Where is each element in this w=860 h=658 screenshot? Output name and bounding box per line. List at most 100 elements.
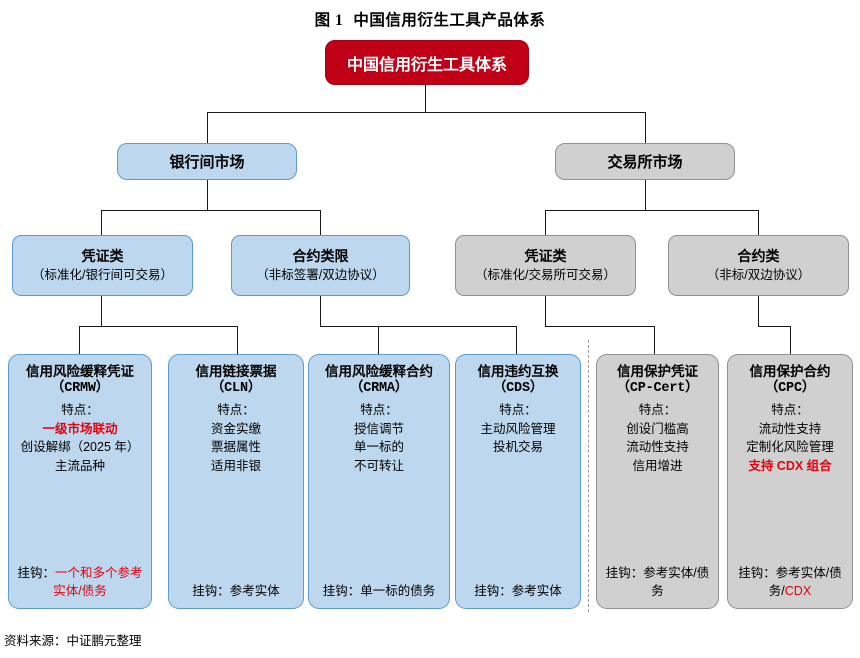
product-name: 信用违约互换 <box>477 364 559 379</box>
card-product-crma[interactable]: 信用风险缓释合约 （CRMA） 特点： 授信调节 单一标的 不可转让 挂钩：单一… <box>308 354 450 609</box>
card-product-cpc[interactable]: 信用保护合约 （CPC） 特点： 流动性支持 定制化风险管理 支持 CDX 组合… <box>727 354 853 609</box>
product-feature: 流动性支持 <box>758 421 822 436</box>
product-link: 挂钩：参考实体/债务 <box>601 564 714 600</box>
card-product-cp-cert[interactable]: 信用保护凭证 （CP-Cert） 特点： 创设门槛高 流动性支持 信用增进 挂钩… <box>596 354 719 609</box>
product-link-value: 参考实体/债务/ <box>768 565 842 598</box>
category-title: 凭证类 <box>524 247 567 264</box>
product-link-prefix: 挂钩： <box>605 565 644 580</box>
connector-root-bar <box>207 112 646 114</box>
product-link-prefix: 挂钩： <box>192 583 230 598</box>
product-name: 信用保护凭证 <box>617 364 698 379</box>
product-abbr: （CRMA） <box>349 381 409 397</box>
node-market-exchange[interactable]: 交易所市场 <box>555 143 735 180</box>
product-feature: 主流品种 <box>54 459 105 474</box>
category-title: 合约类 <box>737 247 780 264</box>
node-market-interbank-label: 银行间市场 <box>169 154 245 171</box>
connector-bank-bar <box>101 210 321 212</box>
source-note: 资料来源：中证鹏元整理 <box>4 634 142 648</box>
product-feature-label: 特点： <box>217 403 255 418</box>
product-link-value: 单一标的债务 <box>360 583 436 598</box>
figure-label: 图 1 <box>314 12 344 29</box>
connector-exchange-cat2-drop <box>758 210 760 235</box>
node-market-exchange-label: 交易所市场 <box>607 154 683 171</box>
connector-cat2-leaf2-drop <box>516 326 518 354</box>
product-link-value: 参考实体/债务 <box>643 565 710 598</box>
product-abbr: （CRMW） <box>50 381 110 397</box>
product-name: 信用链接票据 <box>195 364 277 379</box>
product-name: 信用风险缓释凭证 <box>26 364 134 379</box>
connector-cat4-bar <box>758 326 791 328</box>
connector-market-left-drop <box>207 112 209 143</box>
figure-title: 图 1 中国信用衍生工具产品体系 <box>0 8 860 30</box>
card-product-cds[interactable]: 信用违约互换 （CDS） 特点： 主动风险管理 投机交易 挂钩：参考实体 <box>455 354 581 609</box>
product-feature-label: 特点： <box>771 403 809 418</box>
connector-bank-stem <box>207 180 209 210</box>
node-category-interbank-contract[interactable]: 合约类限 （非标签署/双边协议） <box>231 235 410 296</box>
category-subtitle: （非标签署/双边协议） <box>256 268 385 283</box>
product-feature-label: 特点： <box>638 403 677 418</box>
product-feature: 信用增进 <box>632 459 683 474</box>
connector-cat4-leaf-drop <box>790 326 792 354</box>
node-category-exchange-certificate[interactable]: 凭证类 （标准化/交易所可交易） <box>455 235 636 296</box>
node-market-interbank[interactable]: 银行间市场 <box>117 143 297 180</box>
connector-exchange-stem <box>645 180 647 210</box>
product-feature: 资金实缴 <box>210 421 261 436</box>
connector-cat2-stem <box>320 296 322 326</box>
product-link-suffix: CDX <box>784 583 812 598</box>
product-link-value: 参考实体 <box>229 583 280 598</box>
product-feature: 授信调节 <box>353 421 404 436</box>
connector-exchange-cat1-drop <box>545 210 547 235</box>
product-link: 挂钩：参考实体/债务/CDX <box>732 564 848 600</box>
product-name: 信用保护合约 <box>749 364 831 379</box>
connector-cat1-leaf2-drop <box>237 326 239 354</box>
product-link-prefix: 挂钩： <box>474 583 512 598</box>
node-root[interactable]: 中国信用衍生工具体系 <box>325 40 529 85</box>
product-feature: 创设门槛高 <box>626 421 689 436</box>
product-feature: 单一标的 <box>353 440 404 455</box>
product-feature-label: 特点： <box>499 403 537 418</box>
connector-exchange-bar <box>545 210 759 212</box>
market-divider <box>588 340 589 612</box>
product-abbr: （CDS） <box>492 381 544 397</box>
card-product-crmw[interactable]: 信用风险缓释凭证 （CRMW） 特点： 一级市场联动 创设解绑（2025 年） … <box>8 354 152 609</box>
node-root-label: 中国信用衍生工具体系 <box>346 56 507 74</box>
connector-cat3-stem <box>545 296 547 326</box>
connector-cat2-bar <box>320 326 516 328</box>
connector-bank-cat1-drop <box>101 210 103 235</box>
connector-cat3-leaf-drop <box>654 326 656 354</box>
connector-bank-cat2-drop <box>320 210 322 235</box>
product-feature: 一级市场联动 <box>42 421 118 436</box>
node-category-interbank-certificate[interactable]: 凭证类 （标准化/银行间可交易） <box>12 235 193 296</box>
product-feature: 不可转让 <box>353 459 404 474</box>
product-link-value: 参考实体 <box>511 583 562 598</box>
category-subtitle: （标准化/交易所可交易） <box>475 268 616 283</box>
product-link: 挂钩：参考实体 <box>460 582 576 600</box>
product-link: 挂钩：一个和多个参考实体/债务 <box>13 564 147 600</box>
product-link-value: 一个和多个参考实体/债务 <box>53 565 143 598</box>
product-feature-label: 特点： <box>61 403 99 418</box>
product-abbr: （CP-Cert） <box>616 381 699 397</box>
product-feature: 支持 CDX 组合 <box>748 459 832 474</box>
category-subtitle: （标准化/银行间可交易） <box>32 268 173 283</box>
product-link-prefix: 挂钩： <box>322 583 361 598</box>
product-feature: 创设解绑（2025 年） <box>20 440 140 455</box>
card-product-cln[interactable]: 信用链接票据 （CLN） 特点： 资金实缴 票据属性 适用非银 挂钩：参考实体 <box>168 354 304 609</box>
connector-cat3-bar <box>545 326 655 328</box>
connector-cat1-leaf1-drop <box>79 326 81 354</box>
product-name: 信用风险缓释合约 <box>325 364 433 379</box>
product-link-prefix: 挂钩： <box>738 565 776 580</box>
product-link: 挂钩：单一标的债务 <box>313 582 445 600</box>
category-title: 凭证类 <box>81 247 124 264</box>
figure-title-text: 中国信用衍生工具产品体系 <box>353 12 546 29</box>
product-abbr: （CLN） <box>210 381 262 397</box>
connector-cat2-leaf1-drop <box>378 326 380 354</box>
category-title: 合约类限 <box>292 247 349 264</box>
product-feature: 票据属性 <box>210 440 261 455</box>
product-feature: 主动风险管理 <box>480 421 556 436</box>
node-category-exchange-contract[interactable]: 合约类 （非标/双边协议） <box>668 235 849 296</box>
connector-cat1-bar <box>79 326 238 328</box>
connector-market-right-drop <box>645 112 647 143</box>
connector-cat1-stem <box>101 296 103 326</box>
connector-cat4-stem <box>758 296 760 326</box>
product-feature: 定制化风险管理 <box>746 440 834 455</box>
